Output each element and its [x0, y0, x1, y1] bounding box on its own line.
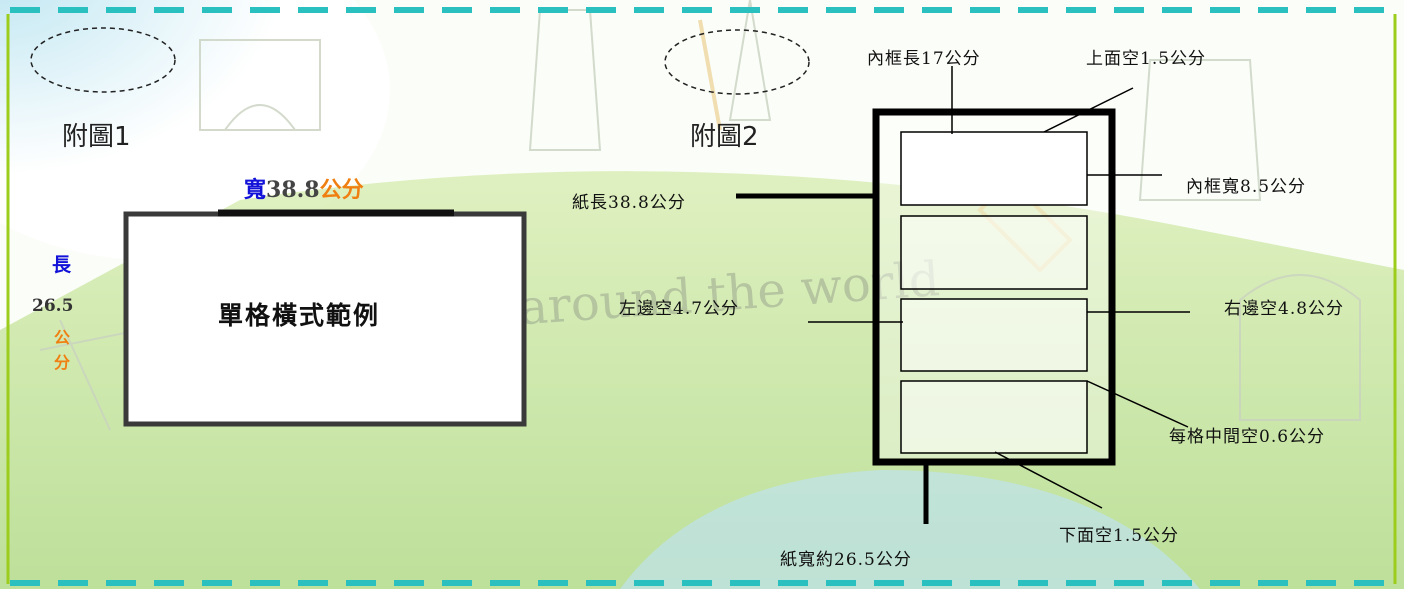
inner-frame-3	[900, 298, 1088, 372]
paper-width-label: 紙寬約26.5公分	[780, 550, 912, 570]
top-margin-label: 上面空1.5公分	[1086, 49, 1207, 69]
right-margin-label: 右邊空4.8公分	[1224, 299, 1345, 319]
bottom-margin-label: 下面空1.5公分	[1059, 526, 1180, 546]
figure1-oval	[30, 27, 176, 93]
inner-width-label: 內框寬8.5公分	[1186, 177, 1307, 197]
height-unit-2: 分	[54, 353, 71, 372]
width-prefix: 寬	[244, 177, 267, 203]
figure2-label: 附圖2	[690, 122, 759, 152]
landmark-sketches	[39, 0, 1361, 431]
figure1-box	[123, 211, 527, 427]
height-value: 26.5	[32, 296, 74, 316]
gap-label: 每格中間空0.6公分	[1169, 427, 1326, 447]
paper-length-label: 紙長38.8公分	[572, 193, 686, 213]
left-margin-label: 左邊空4.7公分	[619, 299, 740, 319]
figure1-box-title: 單格橫式範例	[218, 301, 381, 330]
inner-frame-4	[900, 380, 1088, 454]
inner-frame-1	[900, 131, 1088, 206]
leader-lines	[808, 66, 1190, 509]
width-unit: 公分	[319, 177, 364, 203]
width-value: 38.8	[266, 177, 320, 203]
inner-length-label: 內框長17公分	[867, 49, 981, 69]
height-prefix: 長	[52, 254, 72, 276]
figure1-label: 附圖1	[62, 122, 131, 152]
ocean-shape	[620, 470, 1200, 589]
inner-frame-2	[900, 215, 1088, 290]
height-unit-1: 公	[54, 328, 71, 347]
figure2-oval	[664, 29, 810, 95]
figure1-width-label: 寬38.8公分	[244, 172, 364, 204]
